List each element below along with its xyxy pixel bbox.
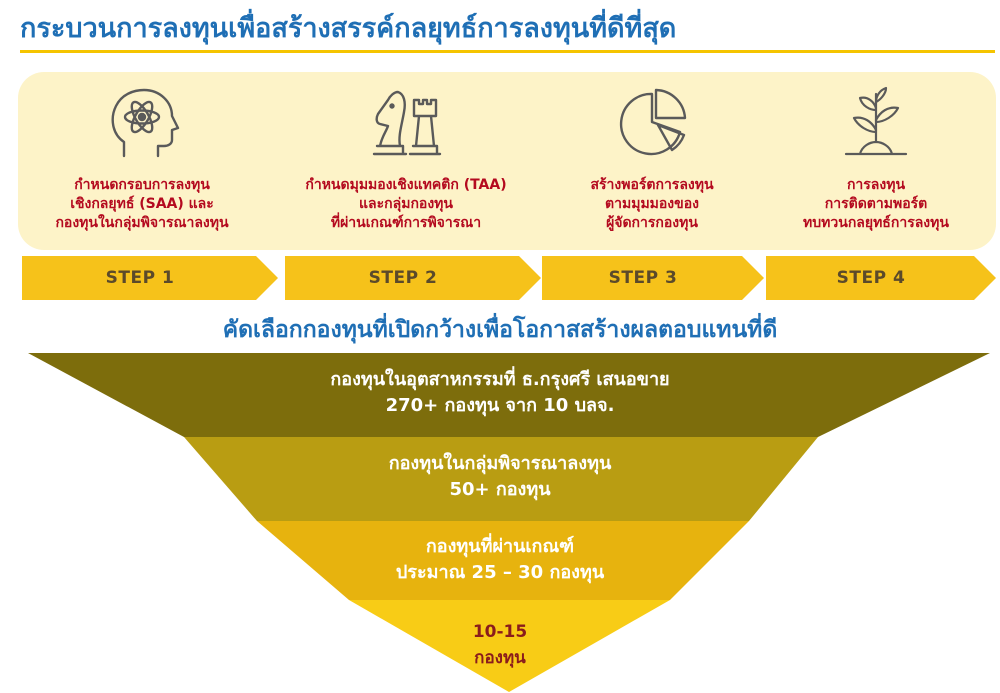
step-1-description: กำหนดกรอบการลงทุน เชิงกลยุทธ์ (SAA) และ … xyxy=(55,177,229,231)
step-3-card: สร้างพอร์ตการลงทุน ตามมุมมองของ ผู้จัดกา… xyxy=(532,72,772,250)
funnel-tier-2-text: กองทุนในกลุ่มพิจารณาลงทุน 50+ กองทุน xyxy=(388,453,612,500)
step-2-label: STEP 2 xyxy=(368,268,438,288)
plant-growth-icon xyxy=(836,82,916,162)
step-2-card: กำหนดมุมมองเชิงแทคติก (TAA) และกลุ่มกองท… xyxy=(286,72,526,250)
page-title: กระบวนการลงทุนเพื่อสร้างสรรค์กลยุทธ์การล… xyxy=(20,13,677,44)
funnel-tier-1-text: กองทุนในอุตสาหกรรมที่ ธ.กรุงศรี เสนอขาย … xyxy=(330,369,670,416)
step-2-description: กำหนดมุมมองเชิงแทคติก (TAA) และกลุ่มกองท… xyxy=(305,177,507,231)
step-1-card: กำหนดกรอบการลงทุน เชิงกลยุทธ์ (SAA) และ … xyxy=(22,72,262,250)
step-4-label: STEP 4 xyxy=(836,268,906,288)
step-3-arrow: STEP 3 xyxy=(542,256,764,300)
brain-atom-icon xyxy=(102,82,182,162)
step-2-arrow: STEP 2 xyxy=(285,256,541,300)
step-3-label: STEP 3 xyxy=(608,268,678,288)
step-1-arrow: STEP 1 xyxy=(22,256,278,300)
funnel-subtitle: คัดเลือกกองทุนที่เปิดกว้างเพื่อโอกาสสร้า… xyxy=(222,317,778,343)
chess-pieces-icon xyxy=(366,82,446,162)
funnel-tier-2 xyxy=(184,437,818,521)
funnel-tier-1 xyxy=(28,353,990,437)
funnel-tier-3 xyxy=(257,521,749,600)
step-1-label: STEP 1 xyxy=(105,268,175,288)
funnel-tier-4-text: 10-15 กองทุน xyxy=(472,622,528,668)
funnel-tier-4 xyxy=(349,600,670,692)
steps-panel xyxy=(18,72,996,250)
funnel-tier-3-text: กองทุนที่ผ่านเกณฑ์ ประมาณ 25 – 30 กองทุน xyxy=(395,536,605,583)
title-underline xyxy=(20,50,995,53)
step-4-card: การลงทุน การติดตามพอร์ต ทบทวนกลยุทธ์การล… xyxy=(756,72,996,250)
step-4-description: การลงทุน การติดตามพอร์ต ทบทวนกลยุทธ์การล… xyxy=(803,177,949,231)
step-3-description: สร้างพอร์ตการลงทุน ตามมุมมองของ ผู้จัดกา… xyxy=(590,177,714,231)
pie-chart-icon xyxy=(612,82,692,162)
step-4-arrow: STEP 4 xyxy=(766,256,996,300)
